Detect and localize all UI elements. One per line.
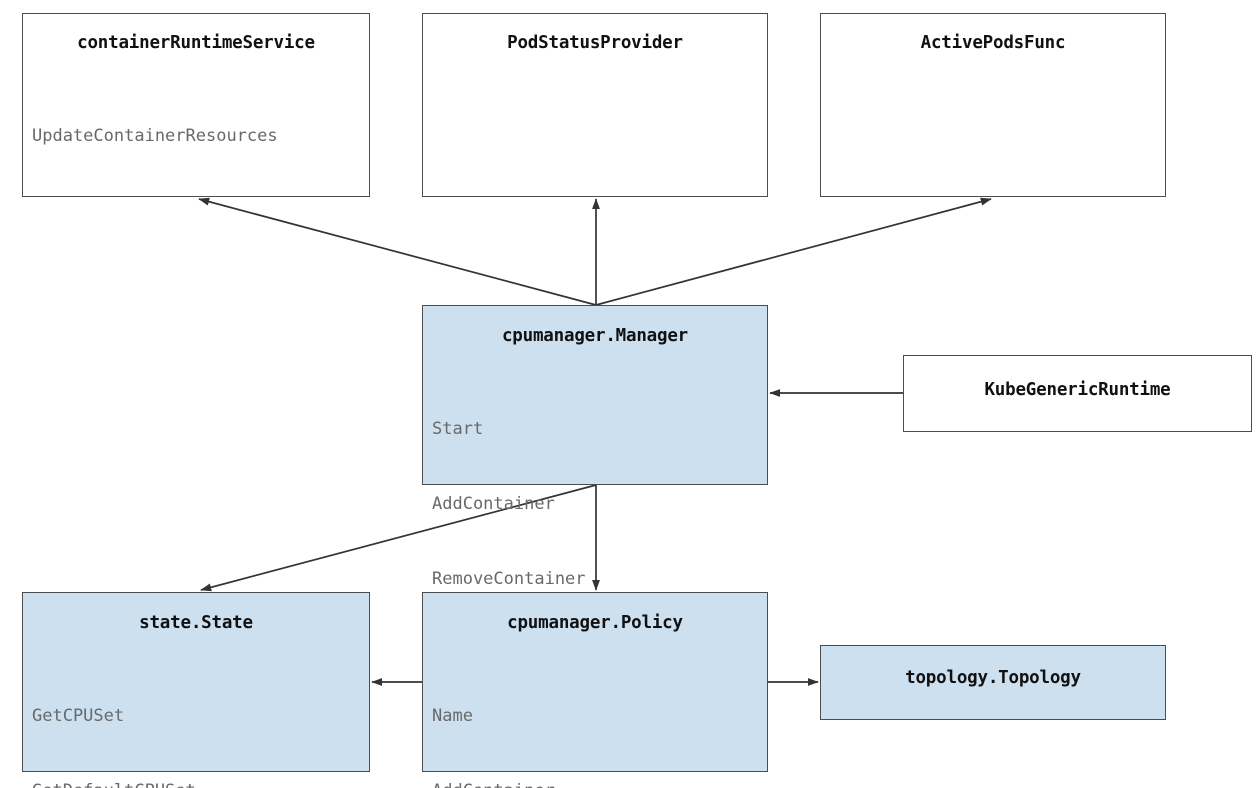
node-title: topology.Topology	[905, 668, 1081, 688]
node-method: GetDefaultCPUSet	[32, 779, 369, 788]
node-method-list: GetCPUSet GetDefaultCPUSet SetCPUSet Set…	[32, 654, 369, 788]
node-cpumanager-manager[interactable]: cpumanager.Manager Start AddContainer Re…	[422, 305, 768, 664]
node-method-list: UpdateContainerResources	[32, 74, 369, 199]
node-kubegenericruntime[interactable]: KubeGenericRuntime	[903, 355, 1252, 432]
node-method: AddContainer	[432, 779, 767, 788]
node-method: GetCPUSet	[32, 706, 125, 726]
edge-manager-to-activepodsfunc	[595, 197, 992, 306]
edge-manager-to-containerruntimeservice	[198, 197, 597, 306]
node-topology-topology[interactable]: topology.Topology	[820, 645, 1166, 720]
node-method: Start	[432, 419, 484, 439]
node-cpumanager-policy[interactable]: cpumanager.Policy Name AddContainer Remo…	[422, 592, 768, 788]
node-title: ActivePodsFunc	[920, 33, 1066, 53]
node-method: AddContainer	[432, 494, 555, 514]
node-method: Name	[432, 706, 473, 726]
node-title: KubeGenericRuntime	[984, 380, 1171, 400]
node-activepodsfunc[interactable]: ActivePodsFunc	[820, 13, 1166, 197]
node-containerruntimeservice[interactable]: containerRuntimeService UpdateContainerR…	[22, 13, 370, 197]
node-title: cpumanager.Policy	[507, 613, 683, 633]
node-podstatusprovider[interactable]: PodStatusProvider	[422, 13, 768, 197]
node-title: state.State	[139, 613, 253, 633]
node-method: RemoveContainer	[432, 569, 586, 589]
node-state-state[interactable]: state.State GetCPUSet GetDefaultCPUSet S…	[22, 592, 370, 788]
node-title: containerRuntimeService	[77, 33, 315, 53]
node-method: UpdateContainerResources	[32, 126, 278, 146]
node-title: cpumanager.Manager	[501, 326, 689, 346]
node-method-list: Name AddContainer RemoveContainer	[432, 654, 767, 788]
node-title: PodStatusProvider	[507, 33, 683, 53]
